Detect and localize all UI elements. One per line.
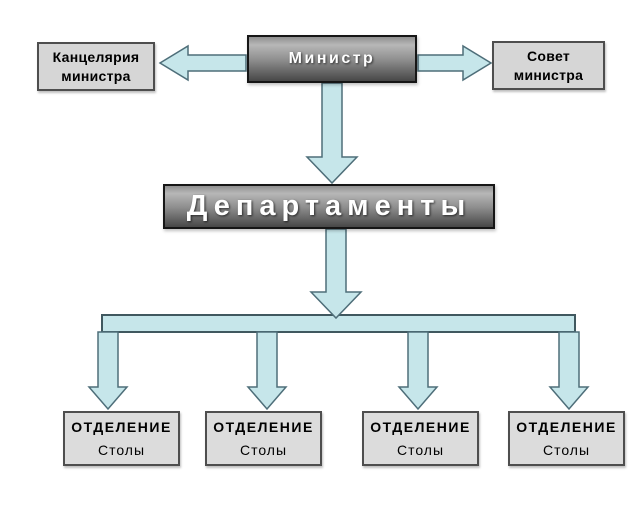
node-council: Совет министра (492, 41, 605, 90)
node-division-1: ОТДЕЛЕНИЕ Столы (63, 411, 180, 466)
arrow-bar-to-division-4 (548, 331, 590, 411)
division-3-subtitle: Столы (396, 442, 445, 458)
division-1-title: ОТДЕЛЕНИЕ (71, 419, 172, 435)
division-2-title: ОТДЕЛЕНИЕ (213, 419, 314, 435)
division-4-subtitle: Столы (542, 442, 591, 458)
node-chancellery-label: Канцелярия министра (52, 48, 140, 84)
arrow-minister-to-departments (305, 82, 359, 185)
node-division-2: ОТДЕЛЕНИЕ Столы (205, 411, 322, 466)
arrow-minister-to-chancellery (158, 44, 247, 82)
arrow-minister-to-council (417, 44, 493, 82)
arrow-departments-to-bar (309, 228, 363, 320)
division-1-subtitle: Столы (97, 442, 146, 458)
division-2-subtitle: Столы (239, 442, 288, 458)
node-division-3: ОТДЕЛЕНИЕ Столы (362, 411, 479, 466)
distribution-bar (101, 314, 576, 333)
division-3-title: ОТДЕЛЕНИЕ (370, 419, 471, 435)
arrow-bar-to-division-2 (246, 331, 288, 411)
division-4-title: ОТДЕЛЕНИЕ (516, 419, 617, 435)
node-chancellery: Канцелярия министра (37, 42, 155, 91)
node-minister-label: Министр (288, 50, 376, 67)
arrow-bar-to-division-1 (87, 331, 129, 411)
node-departments-label: Департаменты (186, 190, 472, 222)
node-departments: Департаменты (163, 184, 495, 229)
node-minister: Министр (247, 35, 417, 83)
arrow-bar-to-division-3 (397, 331, 439, 411)
node-council-label: Совет министра (513, 47, 584, 83)
node-division-4: ОТДЕЛЕНИЕ Столы (508, 411, 625, 466)
